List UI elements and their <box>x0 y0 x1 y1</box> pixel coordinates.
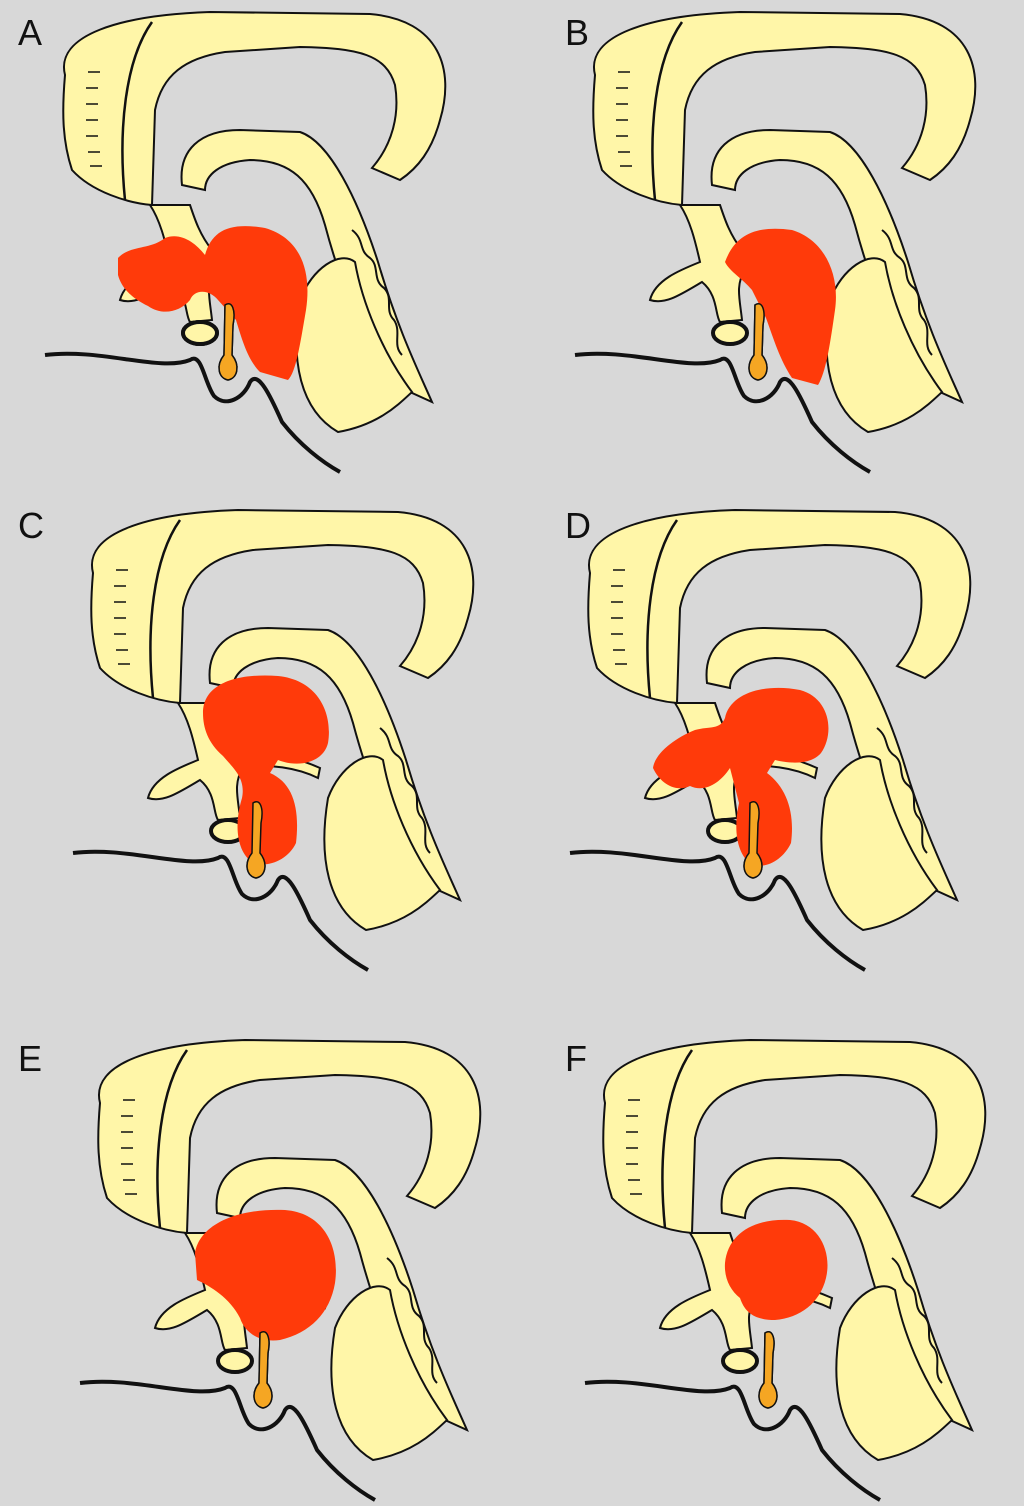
tumor-region <box>724 1219 828 1320</box>
panel-c <box>71 508 476 972</box>
tumor-region <box>653 687 829 866</box>
tumor-region <box>725 228 836 385</box>
panel-a <box>43 10 448 474</box>
panel-label-c: C <box>18 505 44 546</box>
panel-label-d: D <box>565 505 591 546</box>
panel-e <box>78 1038 483 1502</box>
panel-label-b: B <box>565 12 590 53</box>
panel-d <box>568 508 973 972</box>
panel-b <box>573 10 978 474</box>
tumor-region <box>203 675 329 865</box>
tumor-region <box>195 1209 336 1341</box>
panel-label-a: A <box>18 12 43 53</box>
panel-f <box>583 1038 988 1502</box>
panel-label-e: E <box>18 1038 43 1079</box>
tumor-region <box>118 226 308 380</box>
panel-label-f: F <box>565 1038 587 1079</box>
